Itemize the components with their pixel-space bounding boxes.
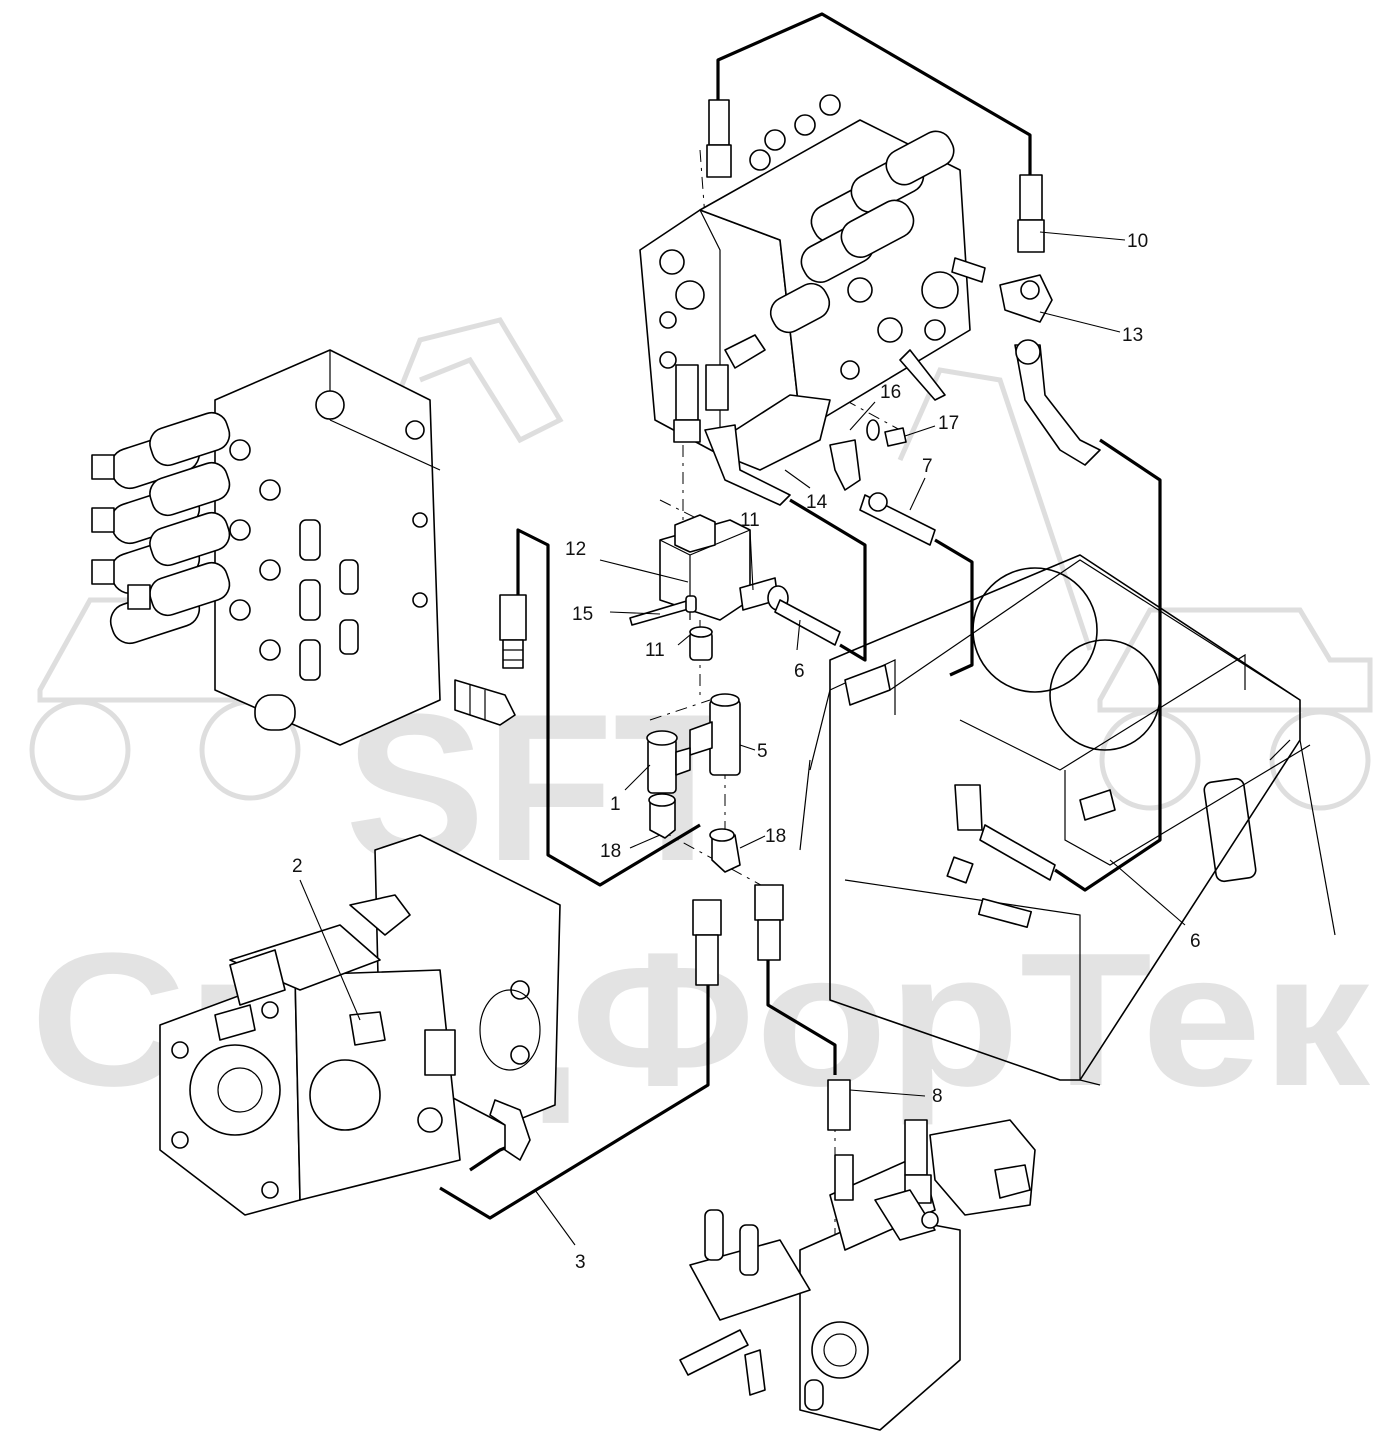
hose-13-down (1014, 344, 1101, 466)
callout-8: 8 (932, 1086, 943, 1107)
lever (899, 349, 946, 401)
callout-13: 13 (1122, 325, 1143, 346)
callout-labels: 1 2 3 5 6 6 7 8 10 11 11 12 13 14 15 16 … (292, 231, 1201, 1273)
callout-18-left: 18 (600, 841, 621, 862)
callout-14: 14 (806, 492, 828, 513)
hose-left-loop (516, 528, 701, 887)
callout-2: 2 (292, 856, 303, 877)
hose-lines (439, 12, 1162, 1220)
left-valve-solenoids (91, 411, 231, 645)
callout-18-right: 18 (765, 826, 786, 847)
fitting-2 (349, 1011, 386, 1046)
callout-1: 1 (610, 794, 621, 815)
callout-11-upper: 11 (740, 510, 760, 531)
hose-6-lower-fitting (979, 824, 1056, 881)
frame-opening-right (1049, 639, 1161, 751)
hose-top-loop (716, 12, 1032, 175)
callout-17: 17 (938, 413, 959, 434)
tee-5 (689, 693, 741, 776)
chassis-frame (799, 554, 1336, 1086)
left-valve-elbow-fitting (454, 679, 516, 726)
hose-3-upper-fitting (692, 899, 722, 986)
main-valve-solenoids (749, 94, 955, 334)
fitting-1 (646, 730, 691, 794)
left-hose-fitting (499, 594, 527, 669)
hose-6-right (1054, 438, 1162, 892)
callout-7: 7 (922, 456, 933, 477)
main-valve-ports (659, 249, 959, 380)
manifold-block-12 (659, 514, 751, 621)
elbow-near-16 (829, 439, 861, 491)
hose-7 (934, 538, 974, 677)
callout-6-upper: 6 (794, 661, 805, 682)
callout-12: 12 (565, 539, 586, 560)
elbow-18-right (709, 828, 741, 873)
screw-17 (884, 427, 907, 447)
leader-lines (299, 231, 1186, 1246)
hose-8 (766, 960, 837, 1075)
adapter-11-lower (689, 626, 713, 661)
bottom-valve-assembly (679, 1079, 1036, 1431)
callout-11-lower: 11 (645, 640, 665, 661)
bolt-15 (629, 595, 697, 626)
callout-6-lower: 6 (1190, 931, 1201, 952)
callout-16: 16 (880, 382, 901, 403)
main-valve-hose-fittings (673, 99, 1101, 546)
hydraulic-pump (159, 834, 561, 1216)
elbow-18-left (648, 793, 676, 839)
hose-6-upper-fitting (774, 599, 841, 646)
left-valve-ports (229, 390, 428, 731)
hose-14 (789, 498, 867, 662)
watermark-loader-right (897, 367, 1373, 811)
washer-16 (866, 419, 880, 441)
callout-15: 15 (572, 604, 593, 625)
callout-10: 10 (1127, 231, 1148, 252)
callout-5: 5 (757, 741, 768, 762)
frame-opening-left (972, 567, 1098, 693)
hose-3 (439, 985, 710, 1220)
callout-3: 3 (575, 1252, 586, 1273)
left-control-valve (91, 349, 527, 746)
hose-8-upper-fitting (754, 884, 784, 961)
